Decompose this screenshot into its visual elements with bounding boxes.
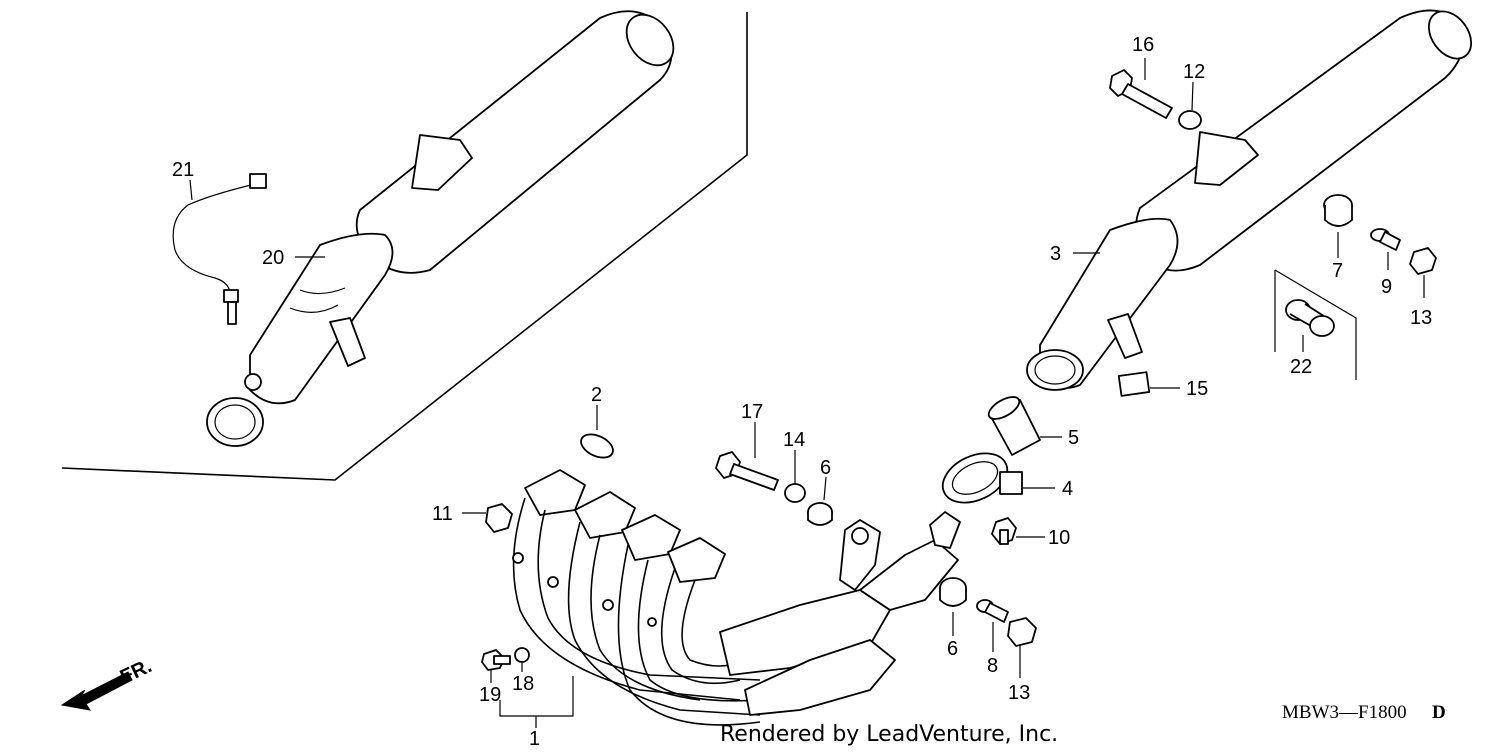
nut-13-lower[interactable] — [1007, 617, 1037, 647]
rubber-mount-22[interactable] — [1285, 299, 1335, 337]
diagram-code: MBW3—F1800 — [1282, 702, 1407, 723]
callout-1: 1 — [529, 728, 540, 750]
callout-6-lower: 6 — [947, 638, 958, 660]
washer-12[interactable] — [1178, 110, 1202, 130]
oxygen-sensor[interactable] — [172, 173, 267, 325]
inset-frame-right-2 — [1274, 269, 1357, 380]
collar-7[interactable] — [1323, 194, 1353, 227]
washer-18[interactable] — [514, 647, 530, 663]
muffler-left[interactable] — [206, 6, 683, 447]
callout-2: 2 — [591, 384, 602, 406]
collar-6-upper[interactable] — [807, 502, 833, 526]
callout-21: 21 — [172, 159, 194, 181]
callout-6-upper: 6 — [820, 457, 831, 479]
nut-11[interactable] — [485, 503, 513, 533]
callout-17: 17 — [741, 401, 763, 423]
callout-18: 18 — [512, 673, 534, 695]
callout-11: 11 — [432, 503, 453, 525]
callout-22: 22 — [1290, 356, 1312, 378]
leader-lines — [189, 58, 1425, 728]
clamp-4[interactable] — [935, 444, 1023, 513]
callout-5: 5 — [1068, 427, 1079, 449]
credit-text: Rendered by LeadVenture, Inc. — [720, 722, 1058, 747]
bolt-16[interactable] — [1109, 69, 1173, 119]
muffler-right[interactable] — [1026, 3, 1480, 391]
nut-15[interactable] — [1117, 371, 1151, 397]
callout-12: 12 — [1183, 61, 1205, 83]
callout-20: 20 — [262, 247, 284, 269]
diagram-code-suffix: D — [1432, 702, 1446, 723]
callout-3: 3 — [1050, 243, 1061, 265]
inset-frame — [61, 12, 748, 481]
exhaust-header[interactable] — [512, 469, 961, 726]
callout-4: 4 — [1062, 478, 1073, 500]
nut-13-upper[interactable] — [1409, 247, 1437, 275]
washer-14[interactable] — [784, 483, 806, 503]
bolt-19[interactable] — [481, 649, 511, 671]
callout-8: 8 — [987, 655, 998, 677]
collar-8[interactable] — [976, 599, 1009, 623]
front-direction-arrow: FR. — [60, 655, 155, 711]
collar-9[interactable] — [1370, 228, 1401, 251]
gasket-5[interactable] — [985, 393, 1041, 456]
callout-9: 9 — [1381, 276, 1392, 298]
callout-15: 15 — [1186, 378, 1208, 400]
gasket-2[interactable] — [577, 430, 616, 462]
collar-6-lower[interactable] — [939, 577, 967, 607]
callout-13-lower: 13 — [1008, 682, 1030, 704]
callout-10: 10 — [1048, 527, 1070, 549]
callout-7: 7 — [1332, 260, 1343, 282]
bolt-17[interactable] — [715, 451, 779, 491]
callout-14: 14 — [783, 429, 805, 451]
callout-16: 16 — [1132, 34, 1154, 56]
callout-19: 19 — [479, 684, 501, 706]
bolt-10[interactable] — [991, 517, 1017, 545]
callout-13-upper: 13 — [1410, 307, 1432, 329]
